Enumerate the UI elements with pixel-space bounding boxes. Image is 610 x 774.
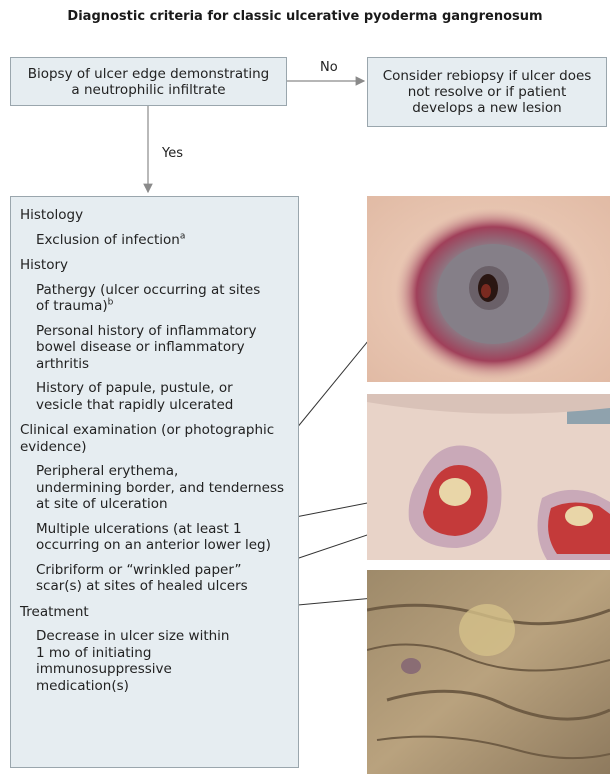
clinical-item-multiple: Multiple ulcerations (at least 1 occurri… xyxy=(36,521,292,554)
history-heading: History xyxy=(20,257,292,274)
treatment-item-decrease: Decrease in ulcer size within 1 mo of in… xyxy=(36,628,292,694)
history-item-pathergy: Pathergy (ulcer occurring at sites of tr… xyxy=(36,282,292,315)
rebiopsy-box: Consider rebiopsy if ulcer does not reso… xyxy=(367,57,607,127)
pointer-photo-3 xyxy=(287,598,374,606)
biopsy-box: Biopsy of ulcer edge demonstrating a neu… xyxy=(10,57,287,106)
rebiopsy-line-1: Consider rebiopsy if ulcer does xyxy=(383,68,592,84)
biopsy-line-2: a neutrophilic infiltrate xyxy=(28,82,270,98)
criteria-box: Histology Exclusion of infectiona Histor… xyxy=(10,196,299,768)
photo-cribriform-scar xyxy=(367,570,610,774)
no-label: No xyxy=(320,60,338,75)
treatment-heading: Treatment xyxy=(20,604,292,621)
rebiopsy-line-2: not resolve or if patient xyxy=(383,84,592,100)
footnote-a: a xyxy=(180,231,186,241)
photo-multiple-ulcers xyxy=(367,394,610,560)
rebiopsy-line-3: develops a new lesion xyxy=(383,100,592,116)
history-item-ibd: Personal history of inflammatory bowel d… xyxy=(36,323,292,373)
clinical-item-cribriform: Cribriform or “wrinkled paper” scar(s) a… xyxy=(36,562,292,595)
clinical-item-erythema: Peripheral erythema, undermining border,… xyxy=(36,463,292,513)
clinical-heading: Clinical examination (or photographic ev… xyxy=(20,422,292,455)
histology-item-infection: Exclusion of infectiona xyxy=(36,232,292,249)
footnote-b: b xyxy=(108,298,114,308)
history-item-papule: History of papule, pustule, or vesicle t… xyxy=(36,380,292,413)
yes-label: Yes xyxy=(162,146,183,161)
biopsy-line-1: Biopsy of ulcer edge demonstrating xyxy=(28,66,270,82)
photo-single-ulcer xyxy=(367,196,610,382)
histology-heading: Histology xyxy=(20,207,292,224)
